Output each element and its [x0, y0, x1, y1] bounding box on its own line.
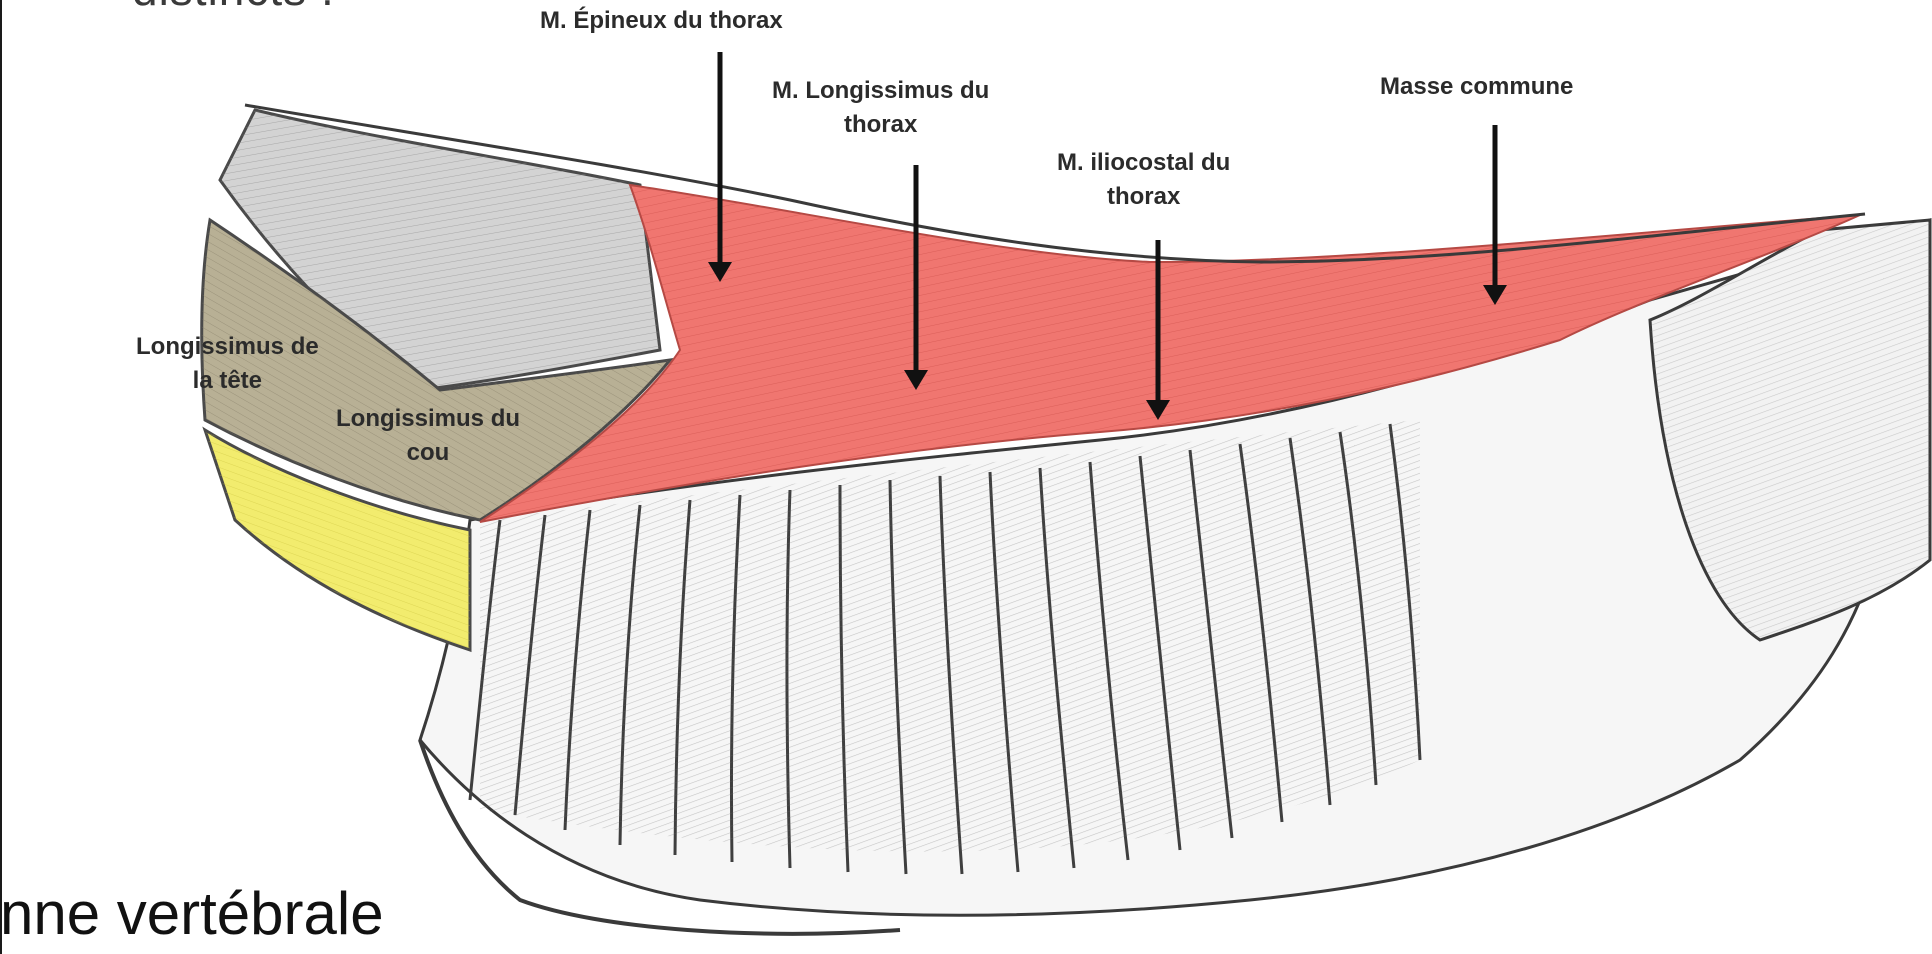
dorsal-outline: [244, 103, 1866, 264]
label-longissimus-tete: Longissimus de la tête: [136, 330, 319, 398]
label-line: M. iliocostal du: [1057, 149, 1231, 176]
rib-shading: [480, 420, 1420, 852]
label-line: Longissimus de: [136, 333, 319, 360]
scapula-hatching: [1650, 220, 1930, 640]
label-longissimus-cou: Longissimus du cou: [336, 402, 520, 470]
slide-left-border: [0, 0, 2, 954]
label-line: thorax: [1106, 183, 1181, 210]
label-line: Longissimus du: [336, 405, 521, 432]
neck-muscle-gray-fibers: [220, 110, 660, 390]
label-line: Masse commune: [1380, 73, 1574, 100]
erector-spinae-fibers: [480, 185, 1860, 522]
arrowhead-iliocostal: [1146, 400, 1170, 420]
label-longissimus-thorax: M. Longissimus du thorax: [772, 74, 989, 142]
arrowhead-masse-commune: [1483, 285, 1507, 305]
arrowhead-epineux: [708, 262, 732, 282]
arrowhead-longissimus-thorax: [904, 370, 928, 390]
label-line: thorax: [843, 111, 918, 138]
label-iliocostal-thorax: M. iliocostal du thorax: [1057, 146, 1230, 214]
yellow-muscle-fibers: [205, 430, 470, 650]
pointer-arrows: [708, 52, 1507, 420]
label-line: M. Longissimus du: [772, 77, 990, 104]
label-line: cou: [406, 439, 450, 466]
slide-title-fragment: distincts :: [132, 0, 335, 16]
label-epineux-thorax: M. Épineux du thorax: [540, 4, 783, 38]
label-line: la tête: [192, 367, 263, 394]
label-masse-commune: Masse commune: [1380, 70, 1573, 104]
longissimus-tan-fibers: [201, 220, 670, 520]
label-line: M. Épineux du thorax: [540, 7, 783, 34]
slide-caption-fragment: nne vertébrale: [0, 880, 384, 947]
lower-thorax-curve: [418, 739, 901, 936]
